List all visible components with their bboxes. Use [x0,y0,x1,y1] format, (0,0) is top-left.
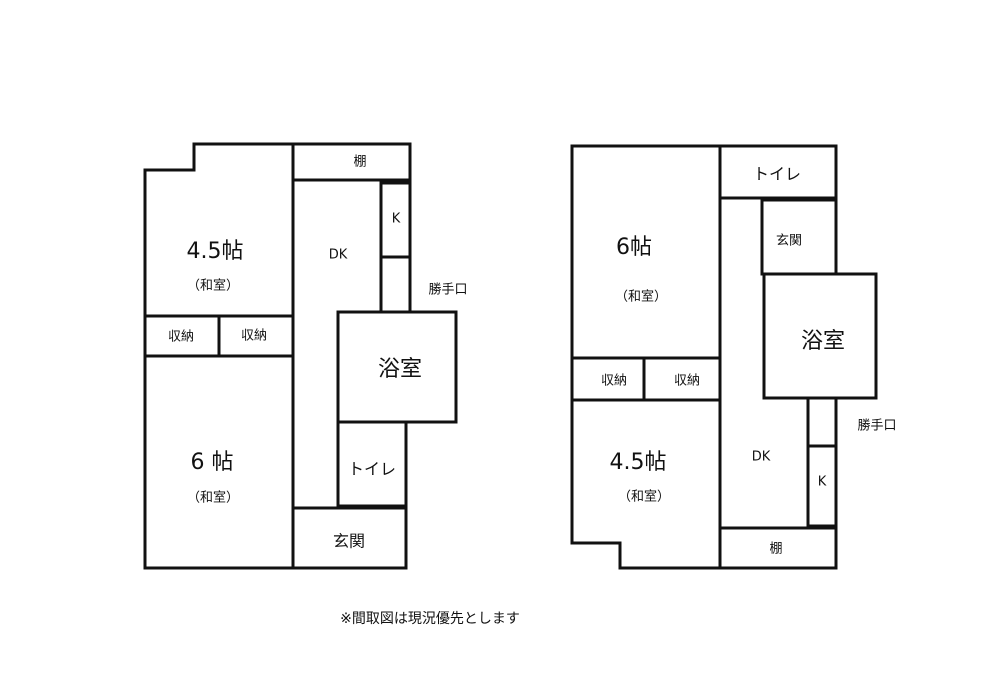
right-backdoor-label: 勝手口 [857,419,896,434]
left-shelf-label: 棚 [353,155,366,170]
left-storage-2-label: 収納 [241,329,267,344]
right-outer-wall [570,144,722,570]
left-toilet-box [336,420,408,508]
left-room-4-5-type: （和室） [187,278,239,294]
left-k-box [379,181,412,259]
left-entrance-box [291,506,408,570]
right-toilet-box [718,144,838,200]
left-room-4-5-label: 4.5帖 [187,239,244,264]
right-entrance-label: 玄関 [776,234,802,249]
floor-plan-right: 6帖 （和室） 収納 収納 4.5帖 （和室） トイレ 玄関 浴室 勝手口 DK… [570,144,897,570]
right-dk-label: DK [752,450,771,465]
right-k-box [806,444,838,528]
right-storage-2-label: 収納 [674,374,700,389]
right-room-6-type: （和室） [615,289,667,305]
right-bath-label: 浴室 [801,329,845,354]
right-toilet-label: トイレ [753,165,801,184]
left-room-6-type: （和室） [187,490,239,506]
right-shelf-box [718,526,838,570]
note-text: ※間取図は現況優先とします [340,611,520,627]
left-shelf-box [291,142,412,182]
right-room-4-5-type: （和室） [618,489,670,505]
left-bath-label: 浴室 [378,357,422,382]
right-entrance-box [760,198,838,276]
right-room-4-5-label: 4.5帖 [610,450,667,475]
right-k-label: K [818,475,827,490]
right-storage-1-label: 収納 [601,374,627,389]
left-storage-1-label: 収納 [168,330,194,345]
left-backdoor-label: 勝手口 [428,283,467,298]
right-bath-box [762,272,878,400]
left-room-6-label: 6 帖 [191,450,234,475]
left-dk-label: DK [329,248,348,263]
left-entrance-label: 玄関 [333,532,365,551]
right-room-6-label: 6帖 [616,235,652,260]
right-shelf-label: 棚 [769,542,782,557]
left-k-label: K [392,212,401,227]
floor-plan-left: 4.5帖 （和室） 収納 収納 6 帖 （和室） 棚 DK K 勝手口 浴室 ト… [143,142,468,570]
left-toilet-label: トイレ [348,460,396,479]
